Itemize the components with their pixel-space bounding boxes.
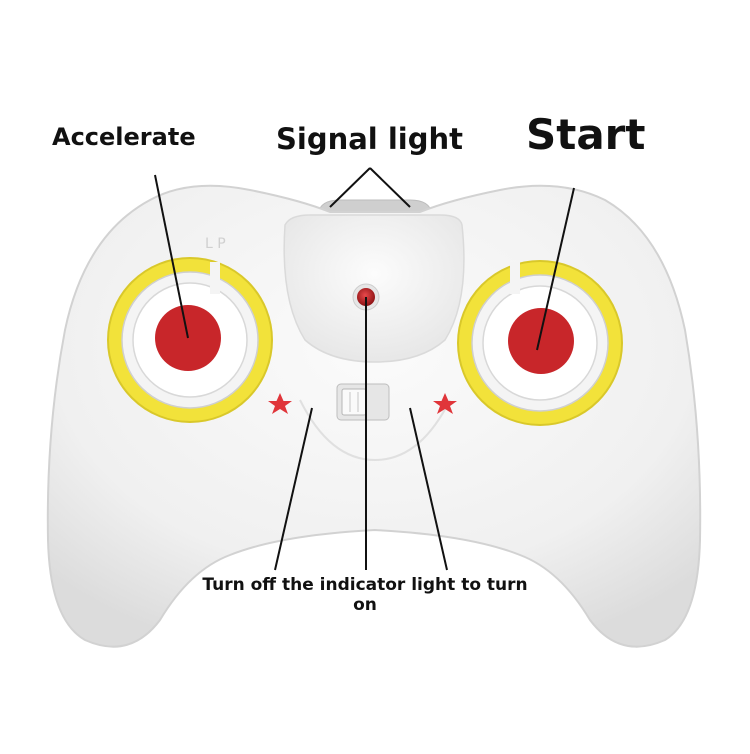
leader-line-signal-left [329,167,371,208]
label-signal-light: Signal light [276,122,463,156]
star-icon [433,393,457,414]
right-stick-button[interactable] [508,308,574,374]
leader-line-caption-left [274,407,313,571]
embossed-mark: L P [205,236,226,252]
leader-line-signal-right [369,167,411,208]
label-start: Start [526,110,646,159]
leader-line-accelerate [154,174,189,339]
label-indicator-caption: Turn off the indicator light to turn on [202,575,528,616]
label-accelerate: Accelerate [52,123,196,151]
leader-line-start [536,187,575,351]
leader-line-caption-right [409,407,448,571]
lower-swoosh [299,399,451,462]
star-icon [268,393,292,414]
right-stick[interactable] [457,260,623,426]
power-switch-icon[interactable] [336,383,390,421]
left-stick[interactable] [107,257,273,423]
